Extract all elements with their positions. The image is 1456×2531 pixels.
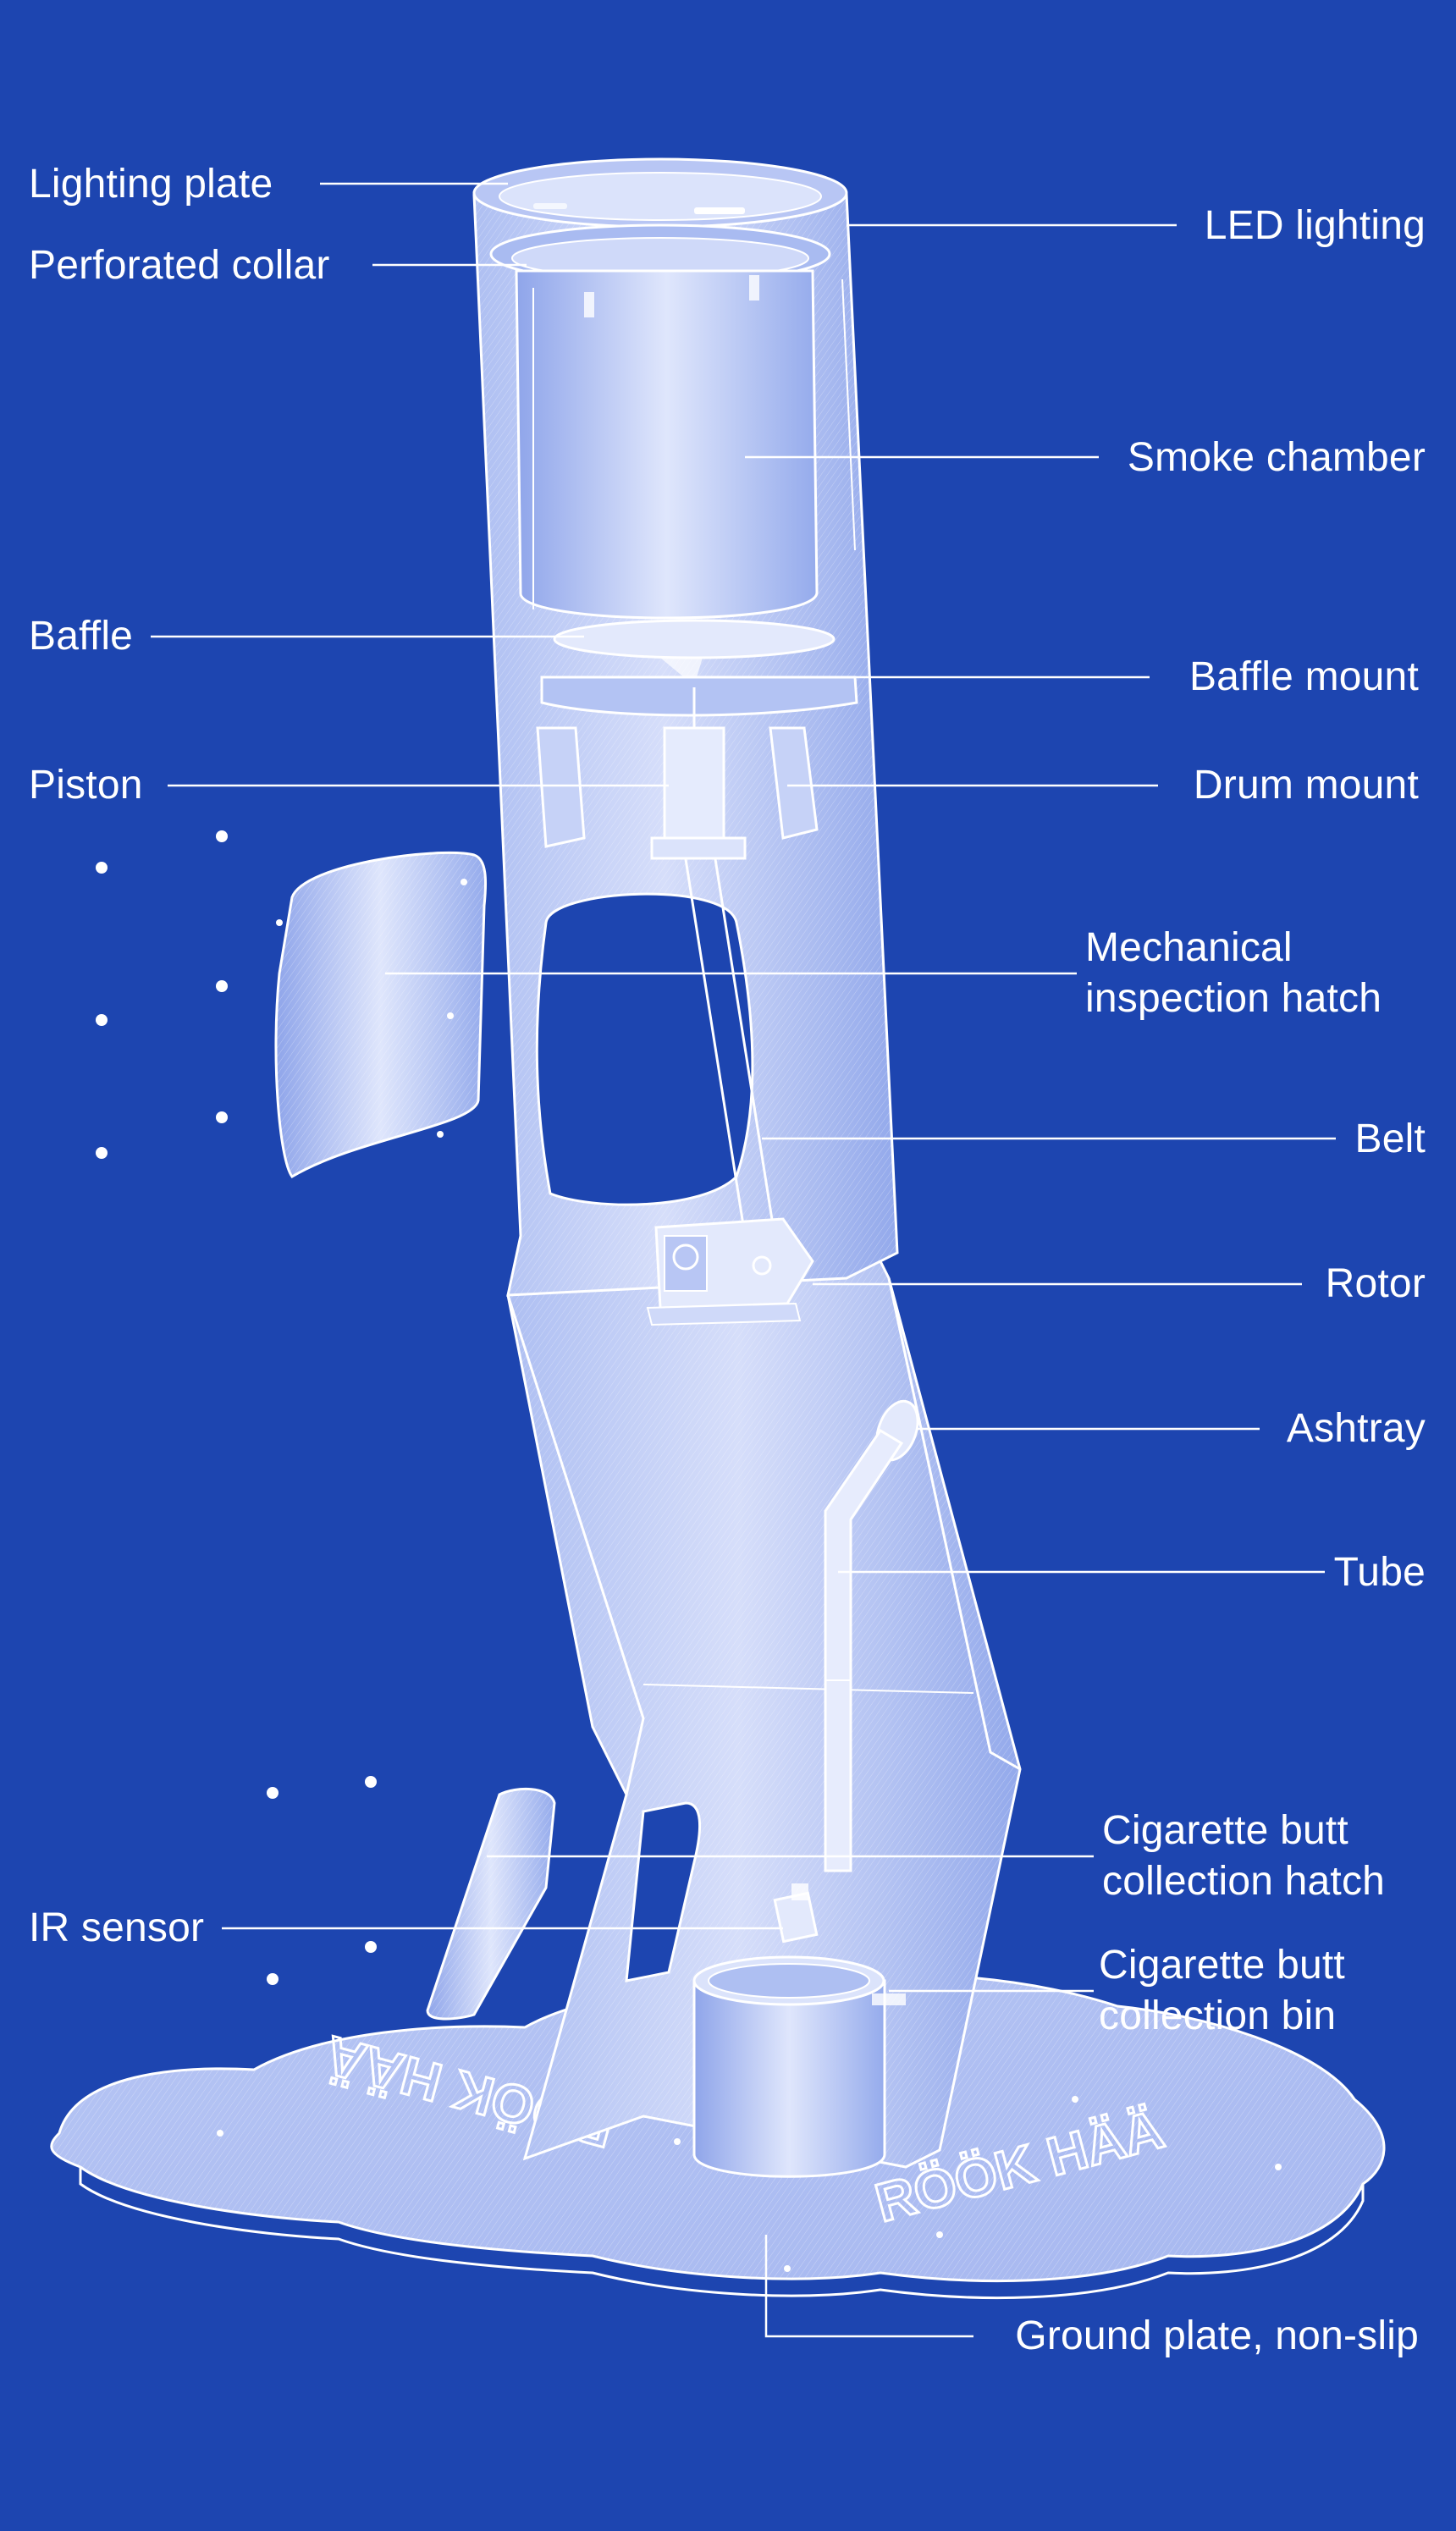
lower-hatch-screws — [267, 1776, 377, 1985]
label-belt: Belt — [1354, 1117, 1426, 1161]
label-butt-hatch-line1: Cigarette butt — [1102, 1808, 1348, 1853]
label-inspection-hatch: Mechanical inspection hatch — [1085, 923, 1382, 1024]
piston — [650, 726, 747, 860]
label-inspection-hatch-line1: Mechanical — [1085, 925, 1293, 970]
label-butt-bin: Cigarette butt collection bin — [1099, 1940, 1345, 2042]
belt — [684, 858, 776, 1237]
line-ground-plate — [764, 2235, 973, 2338]
label-drum-mount: Drum mount — [1193, 763, 1419, 808]
drum-mount-left — [536, 726, 586, 848]
drum-mount-right — [769, 726, 819, 840]
label-butt-bin-line2: collection bin — [1099, 1993, 1337, 2038]
inspection-hatch-panel — [274, 851, 488, 1178]
butt-hatch-panel — [426, 1787, 556, 2021]
label-inspection-hatch-line2: inspection hatch — [1085, 976, 1382, 1021]
perforated-collar — [489, 223, 831, 284]
label-rotor: Rotor — [1325, 1261, 1426, 1306]
label-led-lighting: LED lighting — [1204, 203, 1426, 248]
label-tube: Tube — [1333, 1550, 1426, 1595]
label-baffle-mount: Baffle mount — [1189, 654, 1419, 699]
callout-lines — [151, 182, 1336, 2338]
ir-sensor — [773, 1883, 819, 1944]
label-butt-hatch: Cigarette butt collection hatch — [1102, 1806, 1385, 1907]
inspection-hatch-opening — [535, 892, 754, 1206]
tube — [824, 1428, 904, 1872]
label-smoke-chamber: Smoke chamber — [1127, 435, 1426, 480]
label-butt-bin-line1: Cigarette butt — [1099, 1943, 1345, 1988]
label-piston: Piston — [29, 763, 143, 808]
smoke-chamber — [515, 269, 856, 620]
butt-hatch-opening — [625, 1801, 702, 1982]
baffle-mount — [540, 675, 858, 736]
label-perforated-collar: Perforated collar — [29, 243, 330, 288]
rotor — [646, 1217, 814, 1326]
label-ground-plate: Ground plate, non-slip — [1015, 2313, 1419, 2358]
label-baffle: Baffle — [29, 614, 134, 659]
label-ir-sensor: IR sensor — [29, 1905, 205, 1950]
butt-collection-bin — [692, 1955, 906, 2178]
lighting-plate — [472, 157, 848, 229]
label-lighting-plate: Lighting plate — [29, 162, 273, 207]
label-ashtray: Ashtray — [1286, 1406, 1426, 1451]
label-butt-hatch-line2: collection hatch — [1102, 1859, 1386, 1904]
hatch-screws — [96, 830, 228, 1159]
